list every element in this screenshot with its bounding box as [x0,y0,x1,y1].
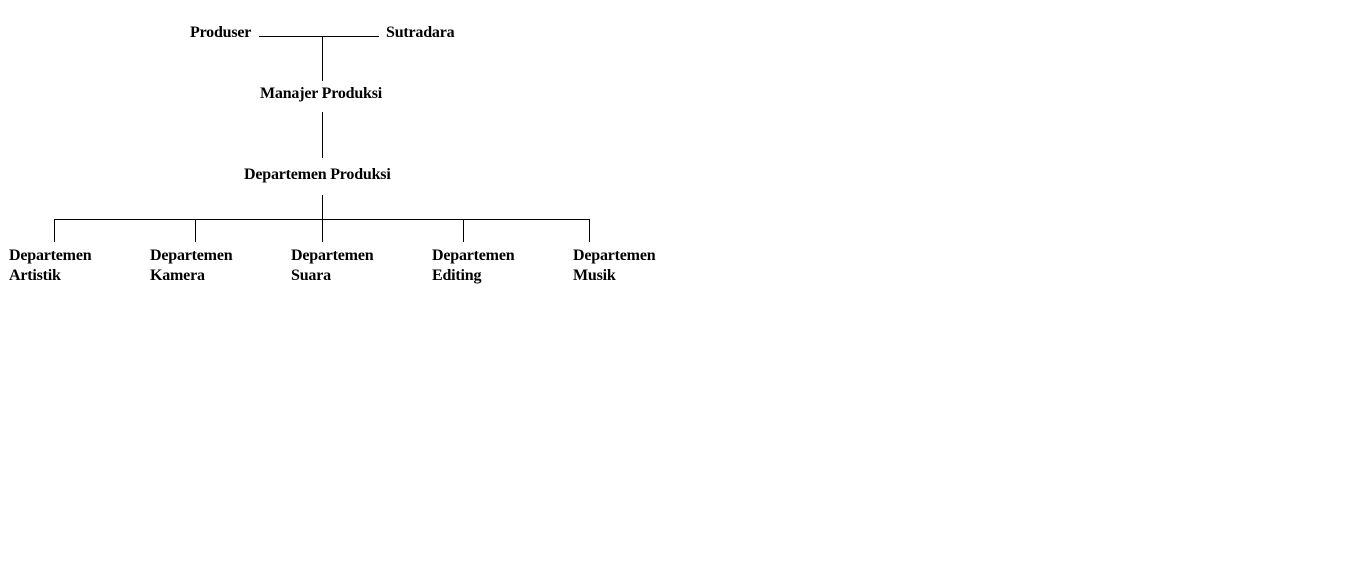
node-label-line2: Artistik [9,267,61,284]
node-sutradara: Sutradara [386,23,455,43]
node-label-line1: Departemen [573,247,656,264]
node-sutradara-label: Sutradara [386,24,455,41]
node-label-line2: Musik [573,267,616,284]
node-departemen-musik: Departemen Musik [573,246,656,286]
node-produser: Produser [190,23,251,43]
node-label-line1: Departemen [432,247,515,264]
node-label-line1: Departemen [150,247,233,264]
node-label-line2: Kamera [150,267,205,284]
node-departemen-produksi-label: Departemen Produksi [244,166,391,183]
node-label-line2: Suara [291,267,331,284]
node-departemen-artistik: Departemen Artistik [9,246,92,286]
node-departemen-suara: Departemen Suara [291,246,374,286]
node-label-line1: Departemen [9,247,92,264]
node-label-line1: Departemen [291,247,374,264]
node-departemen-produksi: Departemen Produksi [244,165,391,185]
node-label-line2: Editing [432,267,482,284]
node-manajer-produksi-label: Manajer Produksi [260,85,382,102]
node-manajer-produksi: Manajer Produksi [260,84,382,104]
node-departemen-editing: Departemen Editing [432,246,515,286]
node-produser-label: Produser [190,24,252,41]
node-departemen-kamera: Departemen Kamera [150,246,233,286]
